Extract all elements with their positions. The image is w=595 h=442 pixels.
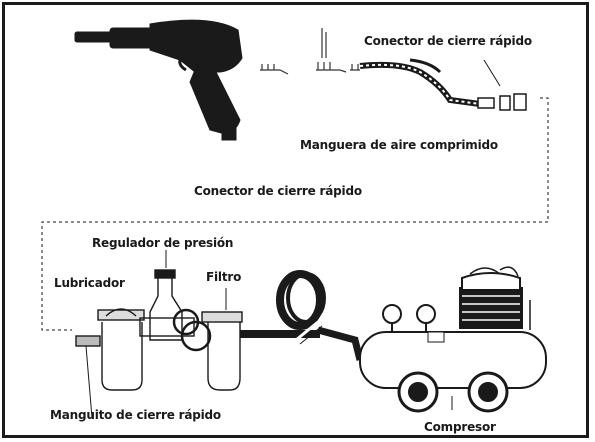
label-quick-coupling-sleeve: Manguito de cierre rápido (50, 408, 221, 422)
label-quick-connector-mid: Conector de cierre rápido (194, 184, 362, 198)
air-compressor-icon (360, 267, 546, 411)
chisel-bits-icon (260, 28, 360, 74)
filter-unit-icon (202, 288, 242, 390)
label-filter: Filtro (206, 270, 241, 284)
label-lubricator: Lubricador (54, 276, 125, 290)
hose-section-top (360, 60, 480, 104)
label-air-hose: Manguera de aire comprimido (300, 138, 498, 152)
label-quick-connector-top: Conector de cierre rápido (364, 34, 532, 48)
pressure-regulator-icon (140, 250, 210, 350)
coiled-hose-icon (240, 274, 360, 360)
quick-connector-icon (478, 94, 526, 110)
leader-line-top (484, 60, 500, 86)
air-hammer-icon (75, 20, 242, 140)
label-compressor: Compresor (424, 420, 496, 434)
lubricator-unit-icon (76, 309, 144, 418)
label-pressure-regulator: Regulador de presión (92, 236, 233, 250)
